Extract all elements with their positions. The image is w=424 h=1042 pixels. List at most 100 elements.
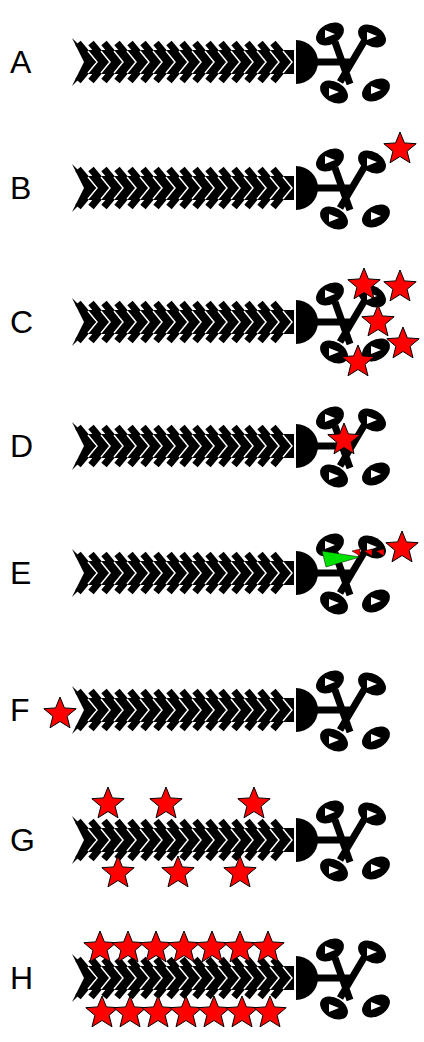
head-stalk (312, 424, 365, 468)
chevron-highlight (114, 699, 123, 721)
linker-wedge (322, 551, 360, 567)
chevron-highlight (114, 435, 123, 457)
fluorophore-star (170, 996, 202, 1027)
lobe-highlight (371, 1002, 381, 1010)
lobe-highlight (325, 414, 335, 422)
chevron-highlight (114, 177, 123, 199)
chevron-highlight (192, 562, 201, 584)
chevron-highlight (101, 435, 110, 457)
chevron-highlight (179, 177, 188, 199)
rod-tip (72, 816, 96, 864)
chevron-highlight (244, 699, 253, 721)
chevron-highlight (101, 699, 110, 721)
rod-core (84, 966, 294, 990)
head-lobe (358, 458, 394, 490)
lobe-highlight (367, 810, 377, 818)
chevron-highlight (283, 177, 292, 199)
fluorophore-star (150, 787, 182, 818)
chevron-highlight (205, 435, 214, 457)
head-lobe (358, 852, 394, 884)
chevron-highlight (179, 311, 188, 333)
molecule (44, 666, 394, 756)
chevron-highlight (179, 967, 188, 989)
chevron-highlight (192, 51, 201, 73)
panel-letter: D (10, 430, 33, 462)
head-lobe (358, 74, 394, 106)
lobe-highlight (329, 1004, 339, 1012)
lobe-highlight (325, 808, 335, 816)
lobe-highlight (371, 864, 381, 872)
head-lobe (358, 585, 394, 617)
fluorophore-star (384, 132, 416, 163)
chevron-highlight (205, 311, 214, 333)
chevron-highlight (257, 311, 266, 333)
chevron-highlight (166, 177, 175, 199)
rod-core (84, 310, 294, 334)
lobe-highlight (367, 32, 377, 40)
chevron-highlight (140, 829, 149, 851)
chevron-highlight (166, 51, 175, 73)
chevron-highlight (244, 177, 253, 199)
chevron-highlight (283, 311, 292, 333)
chevron-highlight (179, 562, 188, 584)
lobe-highlight (325, 30, 335, 38)
chevron-highlight (192, 829, 201, 851)
chevron-highlight (192, 699, 201, 721)
chevron-highlight (166, 967, 175, 989)
chevron-highlight (218, 562, 227, 584)
head-lobe (358, 200, 394, 232)
chevron-highlight (153, 829, 162, 851)
chevron-highlight (166, 435, 175, 457)
chevron-highlight (140, 435, 149, 457)
chevron-highlight (205, 699, 214, 721)
head-stalk (312, 818, 365, 862)
head-lobe (316, 460, 352, 492)
fluorophore-star (92, 787, 124, 818)
rod-core (84, 176, 294, 200)
chevron-highlight (270, 699, 279, 721)
chevron-highlight (218, 51, 227, 73)
fluorophore-star (226, 996, 258, 1027)
linker-segment (376, 549, 384, 556)
fluorophore-star (168, 931, 200, 962)
chevron-highlight (257, 562, 266, 584)
chevron-highlight (153, 51, 162, 73)
chevron-highlight (153, 435, 162, 457)
chevron-highlight (283, 435, 292, 457)
molecule (72, 402, 394, 492)
chevron-highlight (114, 51, 123, 73)
chevron-highlight (153, 311, 162, 333)
lobe-highlight (329, 866, 339, 874)
chevron-highlight (179, 51, 188, 73)
chevron-highlight (270, 967, 279, 989)
lobe-highlight (325, 290, 335, 298)
chevron-highlight (257, 435, 266, 457)
chevron-highlight (270, 435, 279, 457)
rod-tip (72, 298, 96, 346)
chevron-highlight (218, 829, 227, 851)
chevron-highlight (166, 562, 175, 584)
lobe-highlight (371, 597, 381, 605)
chevron-highlight (101, 562, 110, 584)
fluorophore-star (196, 931, 228, 962)
chevron-highlight (270, 562, 279, 584)
molecule (72, 132, 416, 234)
head-lobe (354, 146, 390, 178)
chevron-highlight (270, 177, 279, 199)
chevron-highlight (127, 699, 136, 721)
chevron-highlight (153, 699, 162, 721)
fluorophore-star (198, 996, 230, 1027)
chevron-highlight (101, 51, 110, 73)
head-lobe (312, 796, 348, 828)
chevron-highlight (127, 967, 136, 989)
head-lobe (312, 278, 348, 310)
head-lobe (358, 722, 394, 754)
chevron-highlight (244, 829, 253, 851)
chevron-highlight (166, 311, 175, 333)
panel-letter: A (10, 46, 31, 78)
fluorophore-star (224, 931, 256, 962)
head-lobe (316, 76, 352, 108)
chevron-highlight (179, 435, 188, 457)
chevron-highlight (257, 829, 266, 851)
molecule (72, 787, 394, 887)
